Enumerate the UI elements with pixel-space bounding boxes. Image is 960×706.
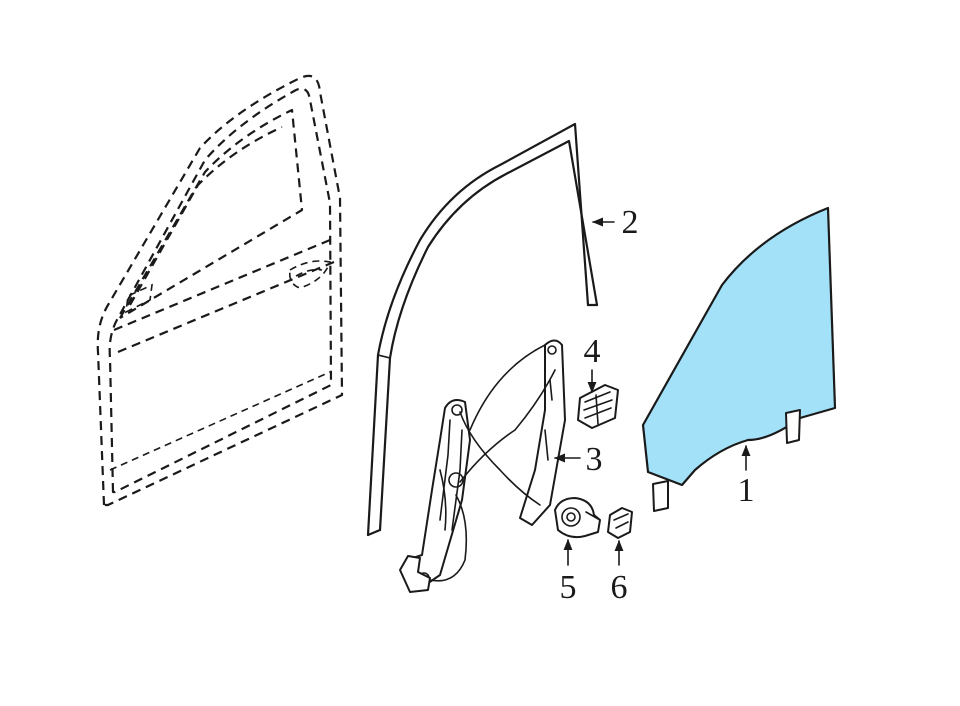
glass-clip bbox=[607, 507, 633, 539]
glass-run-channel bbox=[366, 122, 599, 537]
callout-1: 1 bbox=[738, 472, 755, 509]
callout-3: 3 bbox=[586, 441, 603, 478]
regulator-bracket bbox=[577, 384, 619, 429]
callout-2: 2 bbox=[622, 204, 639, 241]
window-motor bbox=[554, 497, 601, 539]
leader-lines bbox=[553, 217, 751, 566]
door-shell-outline bbox=[96, 74, 344, 507]
callout-6: 6 bbox=[611, 569, 628, 606]
callout-4: 4 bbox=[584, 333, 601, 370]
door-glass bbox=[641, 206, 837, 512]
window-regulator bbox=[399, 339, 566, 593]
callout-5: 5 bbox=[560, 569, 577, 606]
